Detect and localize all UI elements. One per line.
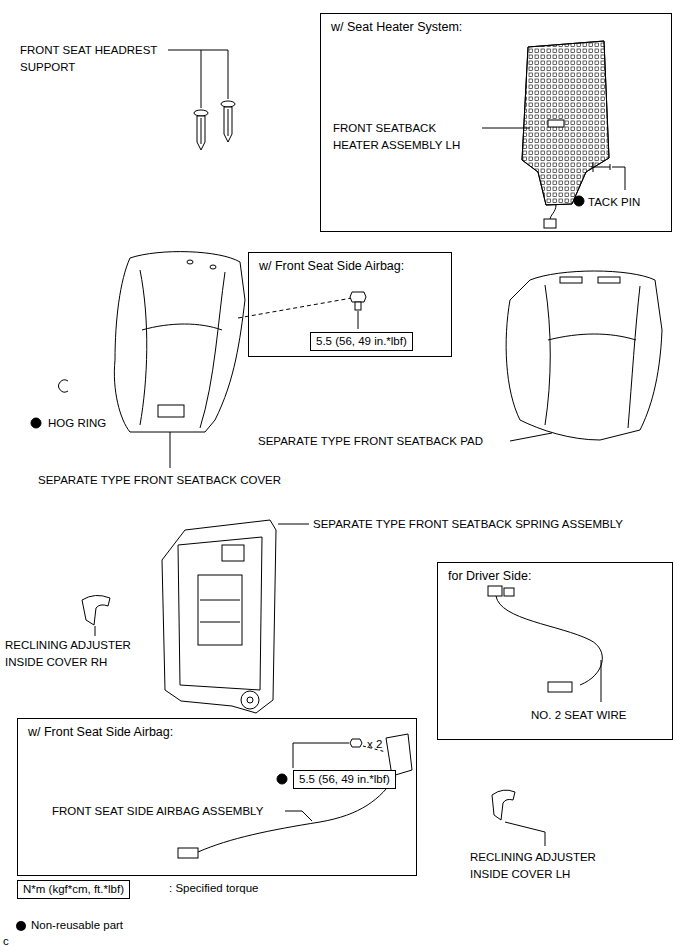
part-name: FRONT SEATBACK HEATER ASSEMBLY LH <box>333 120 478 154</box>
panel-heading: w/ Front Seat Side Airbag: <box>28 725 406 739</box>
part-name: FRONT SEAT SIDE AIRBAG ASSEMBLY <box>52 803 263 820</box>
legend-note: : Specified torque <box>169 880 259 897</box>
torque-value: 5.5 (56, 49 in.*lbf) <box>316 334 407 349</box>
figure-code: c <box>3 933 9 950</box>
part-name: TACK PIN <box>588 194 640 211</box>
torque-box: 5.5 (56, 49 in.*lbf) <box>310 332 413 351</box>
part-name: HOG RING <box>48 415 106 432</box>
option-panel: w/ Front Seat Side Airbag: 5.5 (56, 49 in… <box>248 252 452 357</box>
part-name: SEPARATE TYPE FRONT SEATBACK PAD <box>258 433 483 450</box>
panel-heading: w/ Front Seat Side Airbag: <box>259 259 441 273</box>
torque-value: N*m (kgf*cm, ft.*lbf) <box>23 882 124 897</box>
option-panel: w/ Front Seat Side Airbag: 5.5 (56, 49 in… <box>17 718 417 876</box>
legend-text: Non-reusable part <box>31 917 123 934</box>
part-name: SEPARATE TYPE FRONT SEATBACK COVER <box>38 472 281 489</box>
torque-box: 5.5 (56, 49 in.*lbf) <box>293 770 396 789</box>
part-name: SEPARATE TYPE FRONT SEATBACK SPRING ASSE… <box>313 516 623 533</box>
panel-heading: w/ Seat Heater System: <box>331 20 661 34</box>
part-name: FRONT SEAT HEADREST SUPPORT <box>20 42 180 76</box>
non-reusable-dot <box>16 921 26 931</box>
part-name: RECLINING ADJUSTER INSIDE COVER RH <box>5 637 155 671</box>
torque-value: 5.5 (56, 49 in.*lbf) <box>299 772 390 787</box>
part-name: RECLINING ADJUSTER INSIDE COVER LH <box>470 849 620 883</box>
quantity-note: x 2 <box>367 736 382 753</box>
part-name: NO. 2 SEAT WIRE <box>531 707 626 724</box>
unit-box: N*m (kgf*cm, ft.*lbf) <box>17 880 130 899</box>
panel-heading: for Driver Side: <box>448 569 662 583</box>
